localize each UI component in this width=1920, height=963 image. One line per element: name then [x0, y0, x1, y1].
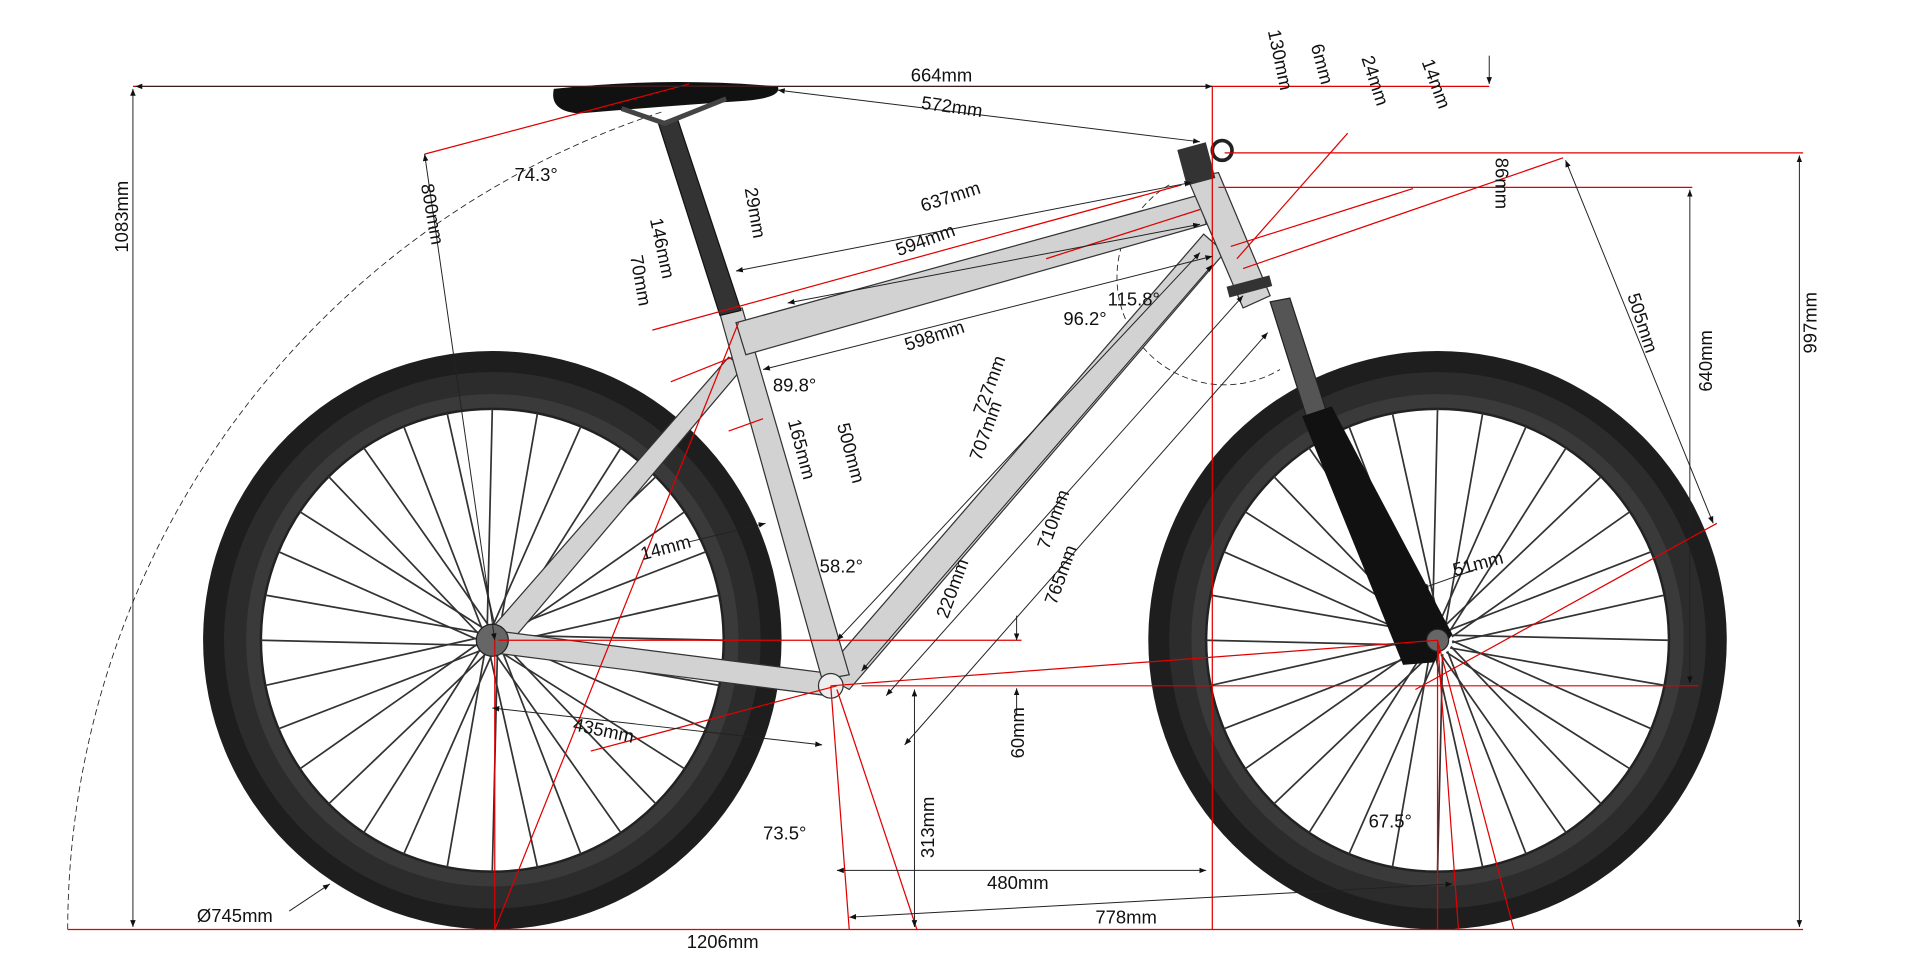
label-73-5: 73.5° — [763, 823, 806, 844]
handlebar-clamp — [1210, 138, 1234, 163]
label-664: 664mm — [911, 65, 973, 86]
front-spoke — [1451, 594, 1665, 644]
label-1206: 1206mm — [687, 931, 759, 952]
label-997: 997mm — [1800, 292, 1821, 354]
front-spoke — [1448, 447, 1567, 633]
label-67-5: 67.5° — [1369, 810, 1412, 831]
front-spoke — [1450, 647, 1665, 687]
label-58-2: 58.2° — [820, 556, 863, 577]
label-598: 598mm — [902, 316, 967, 355]
front-spoke — [1308, 648, 1427, 834]
front-spoke — [1451, 511, 1631, 638]
label-14-head: 14mm — [1418, 56, 1455, 111]
rear-spoke — [506, 594, 720, 644]
label-86: 86mm — [1491, 158, 1512, 209]
label-24: 24mm — [1357, 53, 1393, 108]
front-spoke — [1244, 643, 1424, 770]
rear-spoke — [506, 511, 686, 638]
label-480: 480mm — [987, 872, 1049, 893]
label-70: 70mm — [626, 253, 656, 307]
stem — [1177, 142, 1216, 186]
label-778: 778mm — [1095, 906, 1157, 927]
seat-post — [657, 116, 742, 317]
headset-spacer — [1226, 275, 1273, 298]
label-74-3: 74.3° — [514, 164, 557, 185]
label-115-8: 115.8° — [1108, 288, 1160, 309]
rear-spoke — [265, 637, 478, 687]
label-572: 572mm — [920, 92, 984, 121]
label-765: 765mm — [1040, 542, 1081, 607]
label-710: 710mm — [1033, 487, 1074, 552]
front-spoke — [1440, 654, 1567, 834]
saddle-rails — [620, 96, 728, 126]
front-spoke — [1446, 650, 1527, 855]
label-146: 146mm — [646, 216, 679, 281]
label-1083: 1083mm — [111, 181, 132, 253]
rear-spoke — [260, 639, 479, 647]
label-130: 130mm — [1264, 28, 1297, 93]
rear-spoke — [446, 652, 486, 868]
rear-spoke — [506, 634, 724, 642]
label-640: 640mm — [1695, 330, 1716, 392]
label-wheel-diameter: Ø745mm — [197, 905, 273, 926]
label-29: 29mm — [741, 186, 771, 240]
label-6: 6mm — [1307, 41, 1338, 86]
label-96-2: 96.2° — [1063, 308, 1106, 329]
rear-spoke — [492, 426, 582, 626]
rear-spoke — [502, 550, 707, 632]
front-spoke — [1437, 426, 1527, 626]
rear-spoke — [499, 413, 539, 628]
front-spoke — [1348, 654, 1438, 855]
dimension-arrows — [130, 55, 1803, 928]
front-spoke — [1434, 654, 1484, 868]
front-spoke — [1273, 653, 1432, 805]
fork-leg — [1302, 406, 1453, 665]
rear-spoke — [402, 654, 493, 855]
front-spoke — [1391, 652, 1431, 868]
label-505: 505mm — [1623, 290, 1662, 355]
rear-spoke — [299, 643, 479, 770]
label-500: 500mm — [833, 420, 869, 485]
label-60: 60mm — [1007, 707, 1028, 758]
label-594: 594mm — [893, 219, 958, 260]
front-spoke — [1445, 651, 1631, 770]
front-spoke — [1444, 413, 1484, 628]
rear-spoke — [328, 653, 487, 805]
front-spoke — [1391, 413, 1441, 626]
front-spoke — [1451, 634, 1669, 642]
rear-spoke — [489, 654, 539, 868]
front-spoke — [1451, 640, 1652, 730]
label-313: 313mm — [917, 797, 938, 859]
label-800: 800mm — [417, 182, 448, 246]
front-spoke — [1448, 550, 1652, 632]
label-89-8: 89.8° — [773, 375, 816, 396]
rear-spoke — [363, 648, 482, 834]
rear-spoke — [278, 649, 482, 730]
seat-height-arc — [67, 110, 665, 930]
rear-spoke — [501, 650, 582, 855]
front-spoke — [1431, 408, 1439, 627]
front-spoke — [1450, 645, 1602, 805]
label-637: 637mm — [918, 177, 983, 216]
